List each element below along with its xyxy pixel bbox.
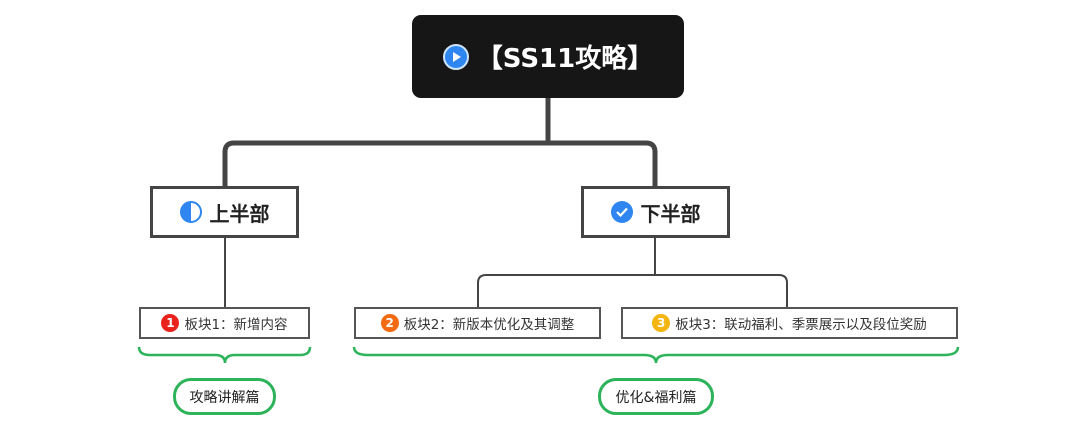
leaf-3[interactable]: 3 板块3：联动福利、季票展示以及段位奖励: [621, 307, 958, 339]
leaf-1[interactable]: 1 板块1：新增内容: [139, 307, 310, 339]
branch-label: 上半部: [209, 201, 270, 226]
number-3-icon: 3: [652, 314, 671, 332]
play-icon: [442, 43, 469, 70]
number-1-icon: 1: [161, 314, 180, 332]
lower-connector: [477, 238, 788, 307]
branch-label: 下半部: [640, 201, 701, 226]
root-title: 【SS11攻略】: [476, 44, 654, 74]
bracket-right: [352, 346, 960, 364]
check-circle-icon: [610, 201, 633, 223]
root-connector: [222, 98, 658, 186]
number-2-icon: 2: [380, 314, 399, 332]
leaf-label: 板块3：联动福利、季票展示以及段位奖励: [675, 317, 927, 333]
branch-upper[interactable]: 上半部: [150, 186, 299, 238]
branch-lower[interactable]: 下半部: [581, 186, 730, 238]
bracket-left: [137, 346, 312, 364]
summary-label: 攻略讲解篇: [189, 389, 260, 406]
summary-left[interactable]: 攻略讲解篇: [173, 378, 276, 415]
leaf-2[interactable]: 2 板块2：新版本优化及其调整: [354, 307, 601, 339]
leaf-label: 板块1：新增内容: [184, 317, 288, 333]
leaf-label: 板块2：新版本优化及其调整: [403, 317, 575, 333]
summary-right[interactable]: 优化&福利篇: [598, 378, 714, 415]
half-circle-icon: [179, 201, 202, 223]
root-node[interactable]: 【SS11攻略】: [412, 15, 684, 98]
summary-label: 优化&福利篇: [615, 389, 697, 406]
